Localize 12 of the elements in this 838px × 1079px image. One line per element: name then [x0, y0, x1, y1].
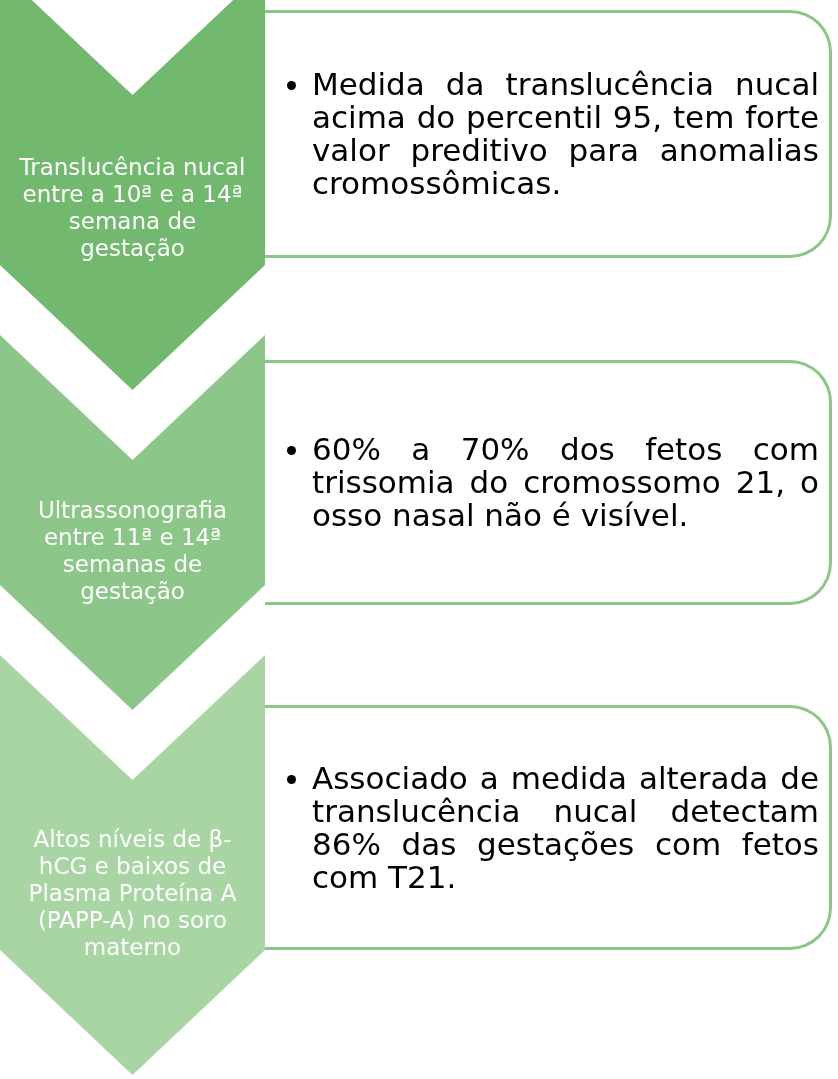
step-label: Altos níveis de β-hCG e baixos de Plasma Proteína A (PAPP-A) no soro materno [27, 825, 238, 961]
chevron-shape [0, 655, 265, 1075]
chevron-shape [0, 335, 265, 710]
chevron-shape [0, 0, 265, 390]
bullet-text: 60% a 70% dos fetos com trissomia do cromossomo 21, o osso nasal não é visível. [312, 433, 819, 532]
text-card [265, 360, 832, 605]
bullet-text: Associado a medida alterada de translucência nucal detectam 86% das gestações com fetos com T21. [312, 761, 819, 894]
text-card [265, 10, 832, 258]
step-label: Translucência nucal entre a 10ª e a 14ª semana de gestação [18, 154, 247, 263]
text-card [265, 705, 832, 950]
step-label: Ultrassonografia entre 11ª e 14ª semanas de gestação [36, 496, 229, 605]
bullet-text: Medida da translucência nucal acima do percentil 95, tem forte valor preditivo para anomalias cromossômicas. [312, 68, 819, 200]
